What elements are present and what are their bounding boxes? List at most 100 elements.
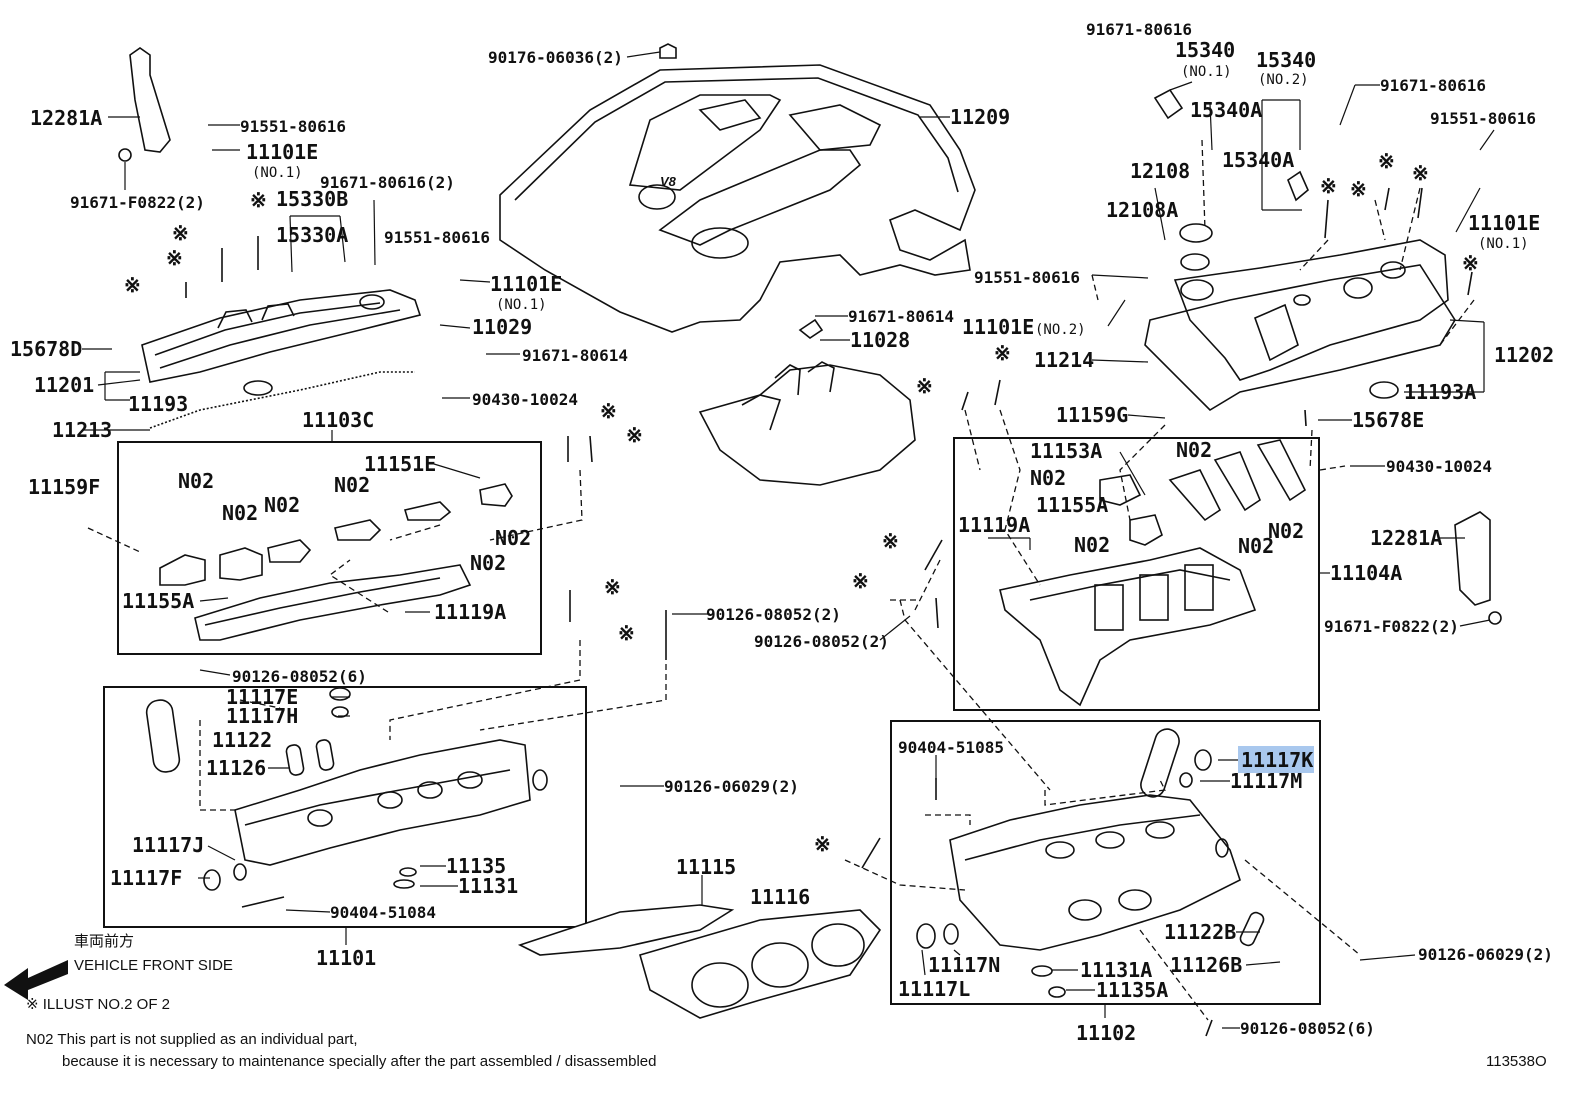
part-label-11214[interactable]: 11214	[1034, 348, 1094, 372]
reference-mark: ※	[1412, 161, 1429, 185]
part-label-11102[interactable]: 11102	[1076, 1021, 1136, 1045]
part-label-91671-80616[interactable]: 91671-80616	[1380, 76, 1486, 95]
part-label-11159g[interactable]: 11159G	[1056, 403, 1128, 427]
part-label-15340a[interactable]: 15340A	[1222, 148, 1294, 172]
part-label-90404-51084[interactable]: 90404-51084	[330, 903, 436, 922]
part-label-11117k-selected[interactable]: 11117K	[1241, 748, 1313, 772]
part-label-11202[interactable]: 11202	[1494, 343, 1554, 367]
part-label-15330b[interactable]: 15330B	[276, 187, 348, 211]
part-label-91671-80614[interactable]: 91671-80614	[522, 346, 628, 365]
part-label-15340a[interactable]: 15340A	[1190, 98, 1262, 122]
part-label-91671-f0822[interactable]: 91671-F0822(2)	[70, 193, 205, 212]
part-label-91671-80616[interactable]: 91671-80616(2)	[320, 173, 455, 192]
part-sub-label: (NO.1)	[1181, 64, 1232, 80]
part-label-90126-06029[interactable]: 90126-06029(2)	[1418, 945, 1553, 964]
part-label-90404-51085[interactable]: 90404-51085	[898, 738, 1004, 757]
n02-label: N02	[1030, 466, 1066, 490]
part-label-91671-80616[interactable]: 91671-80616	[1086, 20, 1192, 39]
part-label-11117m[interactable]: 11117M	[1230, 769, 1302, 793]
part-label-91551-80616[interactable]: 91551-80616	[384, 228, 490, 247]
part-label-11155a[interactable]: 11155A	[122, 589, 194, 613]
group-box-11103C	[117, 441, 542, 655]
part-label-11115[interactable]: 11115	[676, 855, 736, 879]
part-label-11155a[interactable]: 11155A	[1036, 493, 1108, 517]
part-label-11159f[interactable]: 11159F	[28, 475, 100, 499]
part-label-11131a[interactable]: 11131A	[1080, 958, 1152, 982]
part-label-11028[interactable]: 11028	[850, 328, 910, 352]
part-label-11193[interactable]: 11193	[128, 392, 188, 416]
part-label-91671-f0822[interactable]: 91671-F0822(2)	[1324, 617, 1459, 636]
reference-mark: ※	[172, 221, 189, 245]
reference-mark: ※	[166, 246, 183, 270]
part-label-11117e[interactable]: 11117E	[226, 685, 298, 709]
part-label-91671-80614[interactable]: 91671-80614	[848, 307, 954, 326]
part-label-11117l[interactable]: 11117L	[898, 977, 970, 1001]
part-label-11101e[interactable]: 11101E	[490, 272, 562, 296]
part-label-90126-08052[interactable]: 90126-08052(2)	[754, 632, 889, 651]
part-label-11126[interactable]: 11126	[206, 756, 266, 780]
part-label-11135a[interactable]: 11135A	[1096, 978, 1168, 1002]
part-label-12108a[interactable]: 12108A	[1106, 198, 1178, 222]
part-label-11101e[interactable]: 11101E	[962, 315, 1034, 339]
part-label-90176-06036[interactable]: 90176-06036(2)	[488, 48, 623, 67]
part-label-11209[interactable]: 11209	[950, 105, 1010, 129]
part-label-11193a[interactable]: 11193A	[1404, 380, 1476, 404]
part-label-12281a[interactable]: 12281A	[1370, 526, 1442, 550]
n02-label: N02	[264, 493, 300, 517]
part-label-11117n[interactable]: 11117N	[928, 953, 1000, 977]
n02-label: N02	[178, 469, 214, 493]
part-label-11201[interactable]: 11201	[34, 373, 94, 397]
part-label-15340[interactable]: 15340	[1175, 38, 1235, 62]
part-label-11122b[interactable]: 11122B	[1164, 920, 1236, 944]
part-label-15678e[interactable]: 15678E	[1352, 408, 1424, 432]
part-label-11117f[interactable]: 11117F	[110, 866, 182, 890]
part-label-11101e[interactable]: 11101E	[246, 140, 318, 164]
part-label-90126-06029[interactable]: 90126-06029(2)	[664, 777, 799, 796]
left-cam-housing-drawing	[159, 483, 513, 641]
part-label-11135[interactable]: 11135	[446, 854, 506, 878]
part-label-11126b[interactable]: 11126B	[1170, 953, 1242, 977]
part-label-11119a[interactable]: 11119A	[434, 600, 506, 624]
part-label-11117j[interactable]: 11117J	[132, 833, 204, 857]
n02-note-line1: N02 This part is not supplied as an indi…	[26, 1031, 358, 1048]
part-label-11029[interactable]: 11029	[472, 315, 532, 339]
part-label-11101[interactable]: 11101	[316, 946, 376, 970]
reference-mark: ※	[250, 188, 267, 212]
part-label-12108[interactable]: 12108	[1130, 159, 1190, 183]
part-label-11104a[interactable]: 11104A	[1330, 561, 1402, 585]
part-label-15678d[interactable]: 15678D	[10, 337, 82, 361]
part-sub-label: (NO.2)	[1258, 72, 1309, 88]
part-label-91551-80616[interactable]: 91551-80616	[974, 268, 1080, 287]
part-label-11101e[interactable]: 11101E	[1468, 211, 1540, 235]
part-label-15330a[interactable]: 15330A	[276, 223, 348, 247]
part-label-91551-80616[interactable]: 91551-80616	[240, 117, 346, 136]
right-cam-housing-drawing	[999, 439, 1307, 707]
part-label-90126-08052[interactable]: 90126-08052(6)	[1240, 1019, 1375, 1038]
n02-label: N02	[1238, 534, 1274, 558]
part-label-90126-08052[interactable]: 90126-08052(6)	[232, 667, 367, 686]
illustration-id: 113538O	[1486, 1053, 1547, 1070]
part-label-11103c[interactable]: 11103C	[302, 408, 374, 432]
part-label-90430-10024[interactable]: 90430-10024	[1386, 457, 1492, 476]
part-label-11153a[interactable]: 11153A	[1030, 439, 1102, 463]
n02-label: N02	[1268, 519, 1304, 543]
part-label-11119a[interactable]: 11119A	[958, 513, 1030, 537]
reference-mark: ※	[600, 399, 617, 423]
part-label-90430-10024[interactable]: 90430-10024	[472, 390, 578, 409]
part-label-11122[interactable]: 11122	[212, 728, 272, 752]
part-label-91551-80616[interactable]: 91551-80616	[1430, 109, 1536, 128]
part-label-90126-08052[interactable]: 90126-08052(2)	[706, 605, 841, 624]
part-label-11151e[interactable]: 11151E	[364, 452, 436, 476]
reference-mark: ※	[1378, 149, 1395, 173]
part-label-15340[interactable]: 15340	[1256, 48, 1316, 72]
part-label-11213[interactable]: 11213	[52, 418, 112, 442]
part-label-11117h[interactable]: 11117H	[226, 704, 298, 728]
part-label-11116[interactable]: 11116	[750, 885, 810, 909]
n02-label: N02	[222, 501, 258, 525]
n02-label: N02	[470, 551, 506, 575]
part-label-12281a[interactable]: 12281A	[30, 106, 102, 130]
part-labels: 12281A 91551-80616 11101E (NO.1) 91671-F…	[10, 20, 1554, 1045]
part-label-11131[interactable]: 11131	[458, 874, 518, 898]
